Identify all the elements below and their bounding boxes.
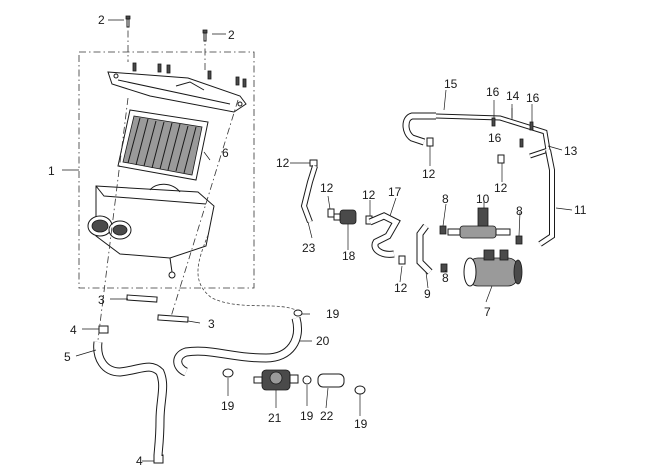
clamp-8a [439, 225, 447, 235]
breather-route [197, 234, 301, 313]
clip-12c [309, 159, 318, 167]
band-clamp-lower [157, 314, 189, 323]
clamp-19-left [222, 368, 234, 378]
callout-19c: 19 [300, 409, 314, 423]
callout-17: 17 [388, 185, 402, 199]
air-filter-element [117, 109, 209, 181]
leader-lines [62, 19, 573, 462]
callout-8a: 8 [442, 192, 449, 206]
callout-8b: 8 [442, 271, 449, 285]
airbox-lower-housing [95, 183, 215, 279]
callout-4a: 4 [70, 323, 77, 337]
fitting-16c [519, 138, 524, 148]
callout-3b: 3 [208, 317, 215, 331]
callout-1: 1 [48, 164, 55, 178]
callout-22: 22 [320, 409, 334, 423]
fitting-16a [491, 117, 496, 127]
callout-6: 6 [222, 146, 229, 160]
callout-11: 11 [574, 203, 587, 217]
clip-12f [398, 255, 406, 265]
callout-20: 20 [316, 334, 330, 348]
clamp-8c [515, 235, 523, 245]
callout-8c: 8 [516, 204, 523, 218]
callout-21: 21 [268, 411, 282, 425]
callout-12b: 12 [320, 181, 334, 195]
airbox-assembly-boundary [78, 51, 255, 289]
centerline-left [97, 16, 129, 341]
clamp-19-right [354, 385, 366, 395]
callout-4b: 4 [136, 454, 143, 468]
callout-12c: 12 [362, 188, 376, 202]
clamp-19-mid [302, 375, 312, 385]
connector-18 [333, 209, 357, 225]
airbox-upper-cover [107, 71, 247, 113]
intake-tubes [87, 215, 132, 240]
callout-9: 9 [424, 287, 431, 301]
hose-clamp-4-upper [98, 325, 109, 334]
purge-valve-21 [253, 369, 299, 391]
callout-5: 5 [64, 350, 71, 364]
callout-7: 7 [484, 305, 491, 319]
callout-16b: 16 [526, 91, 540, 105]
callout-10: 10 [476, 192, 490, 206]
clip-12a [426, 137, 434, 147]
callout-12e: 12 [422, 167, 436, 181]
callout-16c: 16 [488, 131, 502, 145]
callout-12a: 12 [276, 156, 290, 170]
callout-12d: 12 [394, 281, 408, 295]
callout-19d: 19 [354, 417, 368, 431]
clamp-19-upper [293, 309, 303, 317]
cover-bolts [132, 62, 247, 88]
bolt-2b [202, 29, 208, 42]
callout-3a: 3 [98, 293, 105, 307]
rollover-valve-10 [447, 207, 511, 239]
callout-14: 14 [506, 89, 520, 103]
fitting-16b [529, 121, 534, 131]
drain-hose-5 [93, 341, 168, 457]
band-clamp-upper [126, 294, 158, 303]
charcoal-canister-7 [463, 249, 523, 287]
callout-15: 15 [444, 77, 458, 91]
callout-18: 18 [342, 249, 356, 263]
bolt-2a [125, 15, 131, 28]
connector-hose-22 [317, 373, 345, 388]
callout-19a: 19 [326, 307, 340, 321]
callout-16a: 16 [486, 85, 500, 99]
callout-12f: 12 [494, 181, 508, 195]
clip-12d [327, 208, 335, 218]
hose-clamp-4-lower [153, 454, 164, 464]
breather-hose-20 [173, 316, 302, 377]
clamp-8b [440, 263, 448, 273]
callout-23: 23 [302, 241, 316, 255]
callout-19b: 19 [221, 399, 235, 413]
callout-13: 13 [564, 144, 578, 158]
clip-12b [497, 154, 505, 164]
callout-2b: 2 [228, 28, 235, 42]
callout-2a: 2 [98, 13, 105, 27]
